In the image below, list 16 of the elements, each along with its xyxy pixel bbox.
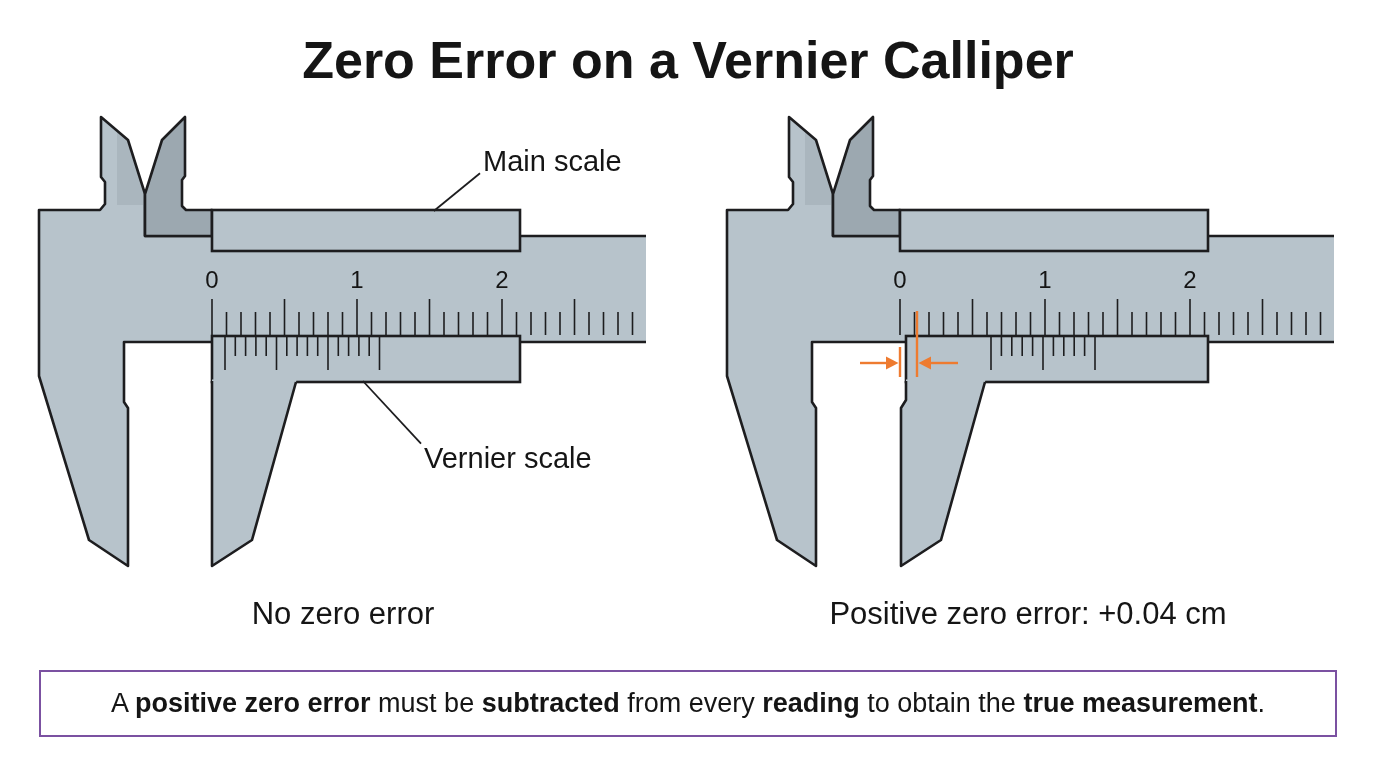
scale-number: 2	[1183, 266, 1197, 294]
scale-number: 1	[350, 266, 364, 294]
main-scale-bar	[210, 208, 522, 253]
caption: No zero error	[251, 596, 435, 632]
title: Zero Error on a Vernier Calliper	[302, 31, 1074, 91]
leader-line	[362, 380, 422, 445]
vernier-scale-plate	[210, 334, 522, 384]
leader-line	[432, 172, 481, 212]
scale-number: 0	[205, 266, 219, 294]
scale-number: 0	[893, 266, 907, 294]
scale-number: 1	[1038, 266, 1052, 294]
caption: Positive zero error: +0.04 cm	[829, 596, 1227, 632]
part-label: Vernier scale	[424, 442, 592, 476]
scale-number: 2	[495, 266, 509, 294]
note-box: A positive zero error must be subtracted from every reading to obtain the true measurement.	[39, 670, 1337, 737]
part-label: Main scale	[483, 145, 622, 179]
